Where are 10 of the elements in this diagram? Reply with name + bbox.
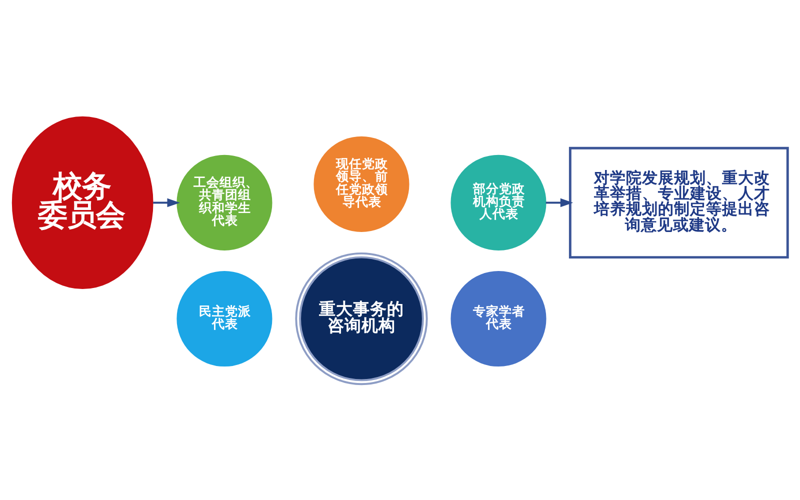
arrow — [153, 198, 180, 207]
node-circle: 现任党政领导、前任党政领导代表 — [314, 136, 410, 232]
node-circle: 工会组织、共青团组织和学生代表 — [176, 154, 272, 250]
node-circle: 专家学者代表 — [450, 270, 546, 366]
node-circle: 民主党派代表 — [176, 270, 272, 366]
node-circle: 部分党政机构负责人代表 — [450, 154, 546, 250]
node-ellipse: 校务委员会 — [12, 116, 154, 289]
node-circle: 重大事务的咨询机构 — [295, 252, 428, 385]
node-box: 对学院发展规划、重大改革举措、专业建设、人才培养规划的制定等提出咨询意见或建议。 — [568, 146, 789, 258]
arrow — [546, 198, 574, 207]
